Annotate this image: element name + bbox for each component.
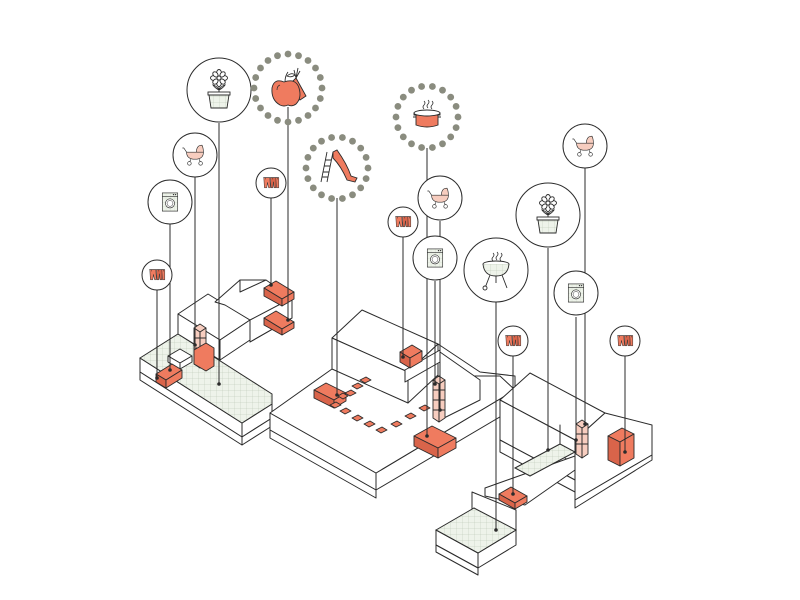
dotted-ring-dot — [312, 104, 319, 112]
dotted-ring-dot — [257, 64, 264, 72]
dotted-ring-dot — [304, 57, 312, 64]
right-plaza — [434, 507, 518, 554]
dotted-ring-dot — [349, 191, 356, 199]
dotted-ring-dot — [318, 191, 325, 199]
washing-machine-icon — [553, 270, 599, 316]
dotted-ring-dot — [364, 164, 372, 172]
laundry-clothes-icon — [255, 167, 287, 199]
laundry-clothes-icon — [387, 206, 419, 238]
laundry-clothes-icon — [609, 325, 641, 357]
dotted-ring-dot — [357, 144, 365, 152]
planter-flower-icon — [186, 57, 252, 123]
dotted-ring-dot — [284, 118, 292, 126]
stroller-icon — [417, 175, 463, 221]
dotted-ring-dot — [349, 137, 356, 145]
dotted-ring-dot — [304, 112, 312, 119]
dotted-ring-dot — [316, 95, 324, 102]
right-building — [434, 372, 653, 576]
dotted-ring-dot — [399, 133, 407, 141]
center-building — [269, 309, 516, 499]
dotted-ring-dot — [392, 113, 400, 121]
dotted-ring-dot — [304, 175, 312, 183]
planter-flower-icon — [515, 182, 581, 248]
dotted-ring-dot — [418, 144, 425, 151]
fruit-vegetable-icon — [250, 50, 326, 126]
dotted-ring-dot — [316, 74, 324, 81]
dotted-ring-dot — [439, 86, 446, 94]
stroller-icon — [562, 123, 608, 169]
dotted-ring-dot — [252, 95, 260, 102]
stroller-icon — [172, 132, 218, 178]
dotted-ring-dot — [304, 154, 312, 161]
dotted-ring-dot — [439, 140, 446, 148]
dotted-ring-dot — [362, 175, 370, 183]
dotted-ring-dot — [295, 52, 302, 60]
slide-icon — [302, 134, 372, 202]
dotted-ring-dot — [357, 184, 365, 192]
barbecue-grill-icon — [463, 237, 529, 303]
dotted-ring-dot — [295, 116, 302, 124]
dotted-ring-dot — [309, 184, 317, 192]
leader-pins — [155, 283, 627, 532]
washing-machine-icon — [412, 235, 458, 281]
dotted-ring-dot — [408, 140, 415, 148]
dotted-ring-dot — [454, 113, 462, 121]
dotted-ring-dot — [250, 84, 258, 92]
dotted-ring-dot — [318, 137, 325, 145]
dotted-ring-dot — [339, 195, 346, 202]
dotted-ring-dot — [252, 74, 260, 81]
dotted-ring-dot — [429, 144, 436, 151]
dotted-ring-dot — [362, 154, 370, 161]
washing-machine-icon — [147, 179, 193, 225]
dotted-ring-dot — [339, 134, 346, 141]
dotted-ring-dot — [447, 93, 455, 101]
dotted-ring-dot — [452, 124, 460, 131]
dotted-ring-dot — [328, 195, 335, 202]
dotted-ring-dot — [394, 124, 402, 131]
laundry-clothes-icon — [141, 259, 173, 291]
dotted-ring-dot — [418, 83, 425, 90]
dotted-ring-dot — [274, 52, 281, 60]
dotted-ring-dot — [318, 84, 326, 92]
dotted-ring-dot — [394, 103, 402, 110]
cooking-pot-icon — [392, 83, 462, 151]
dotted-ring-dot — [452, 103, 460, 110]
dotted-ring-dot — [328, 134, 335, 141]
dotted-ring-dot — [312, 64, 319, 72]
dotted-ring-dot — [274, 116, 281, 124]
dotted-ring-dot — [284, 50, 292, 58]
dotted-ring-dot — [257, 104, 264, 112]
dotted-ring-dot — [264, 112, 272, 119]
dotted-ring-dot — [408, 86, 415, 94]
dotted-ring-dot — [429, 83, 436, 90]
dotted-ring-dot — [264, 57, 272, 64]
dotted-ring-dot — [309, 144, 317, 152]
left-building — [139, 279, 295, 446]
dotted-ring-dot — [399, 93, 407, 101]
dotted-ring-dot — [447, 133, 455, 141]
laundry-clothes-icon — [497, 325, 529, 357]
dotted-ring-dot — [302, 164, 310, 172]
